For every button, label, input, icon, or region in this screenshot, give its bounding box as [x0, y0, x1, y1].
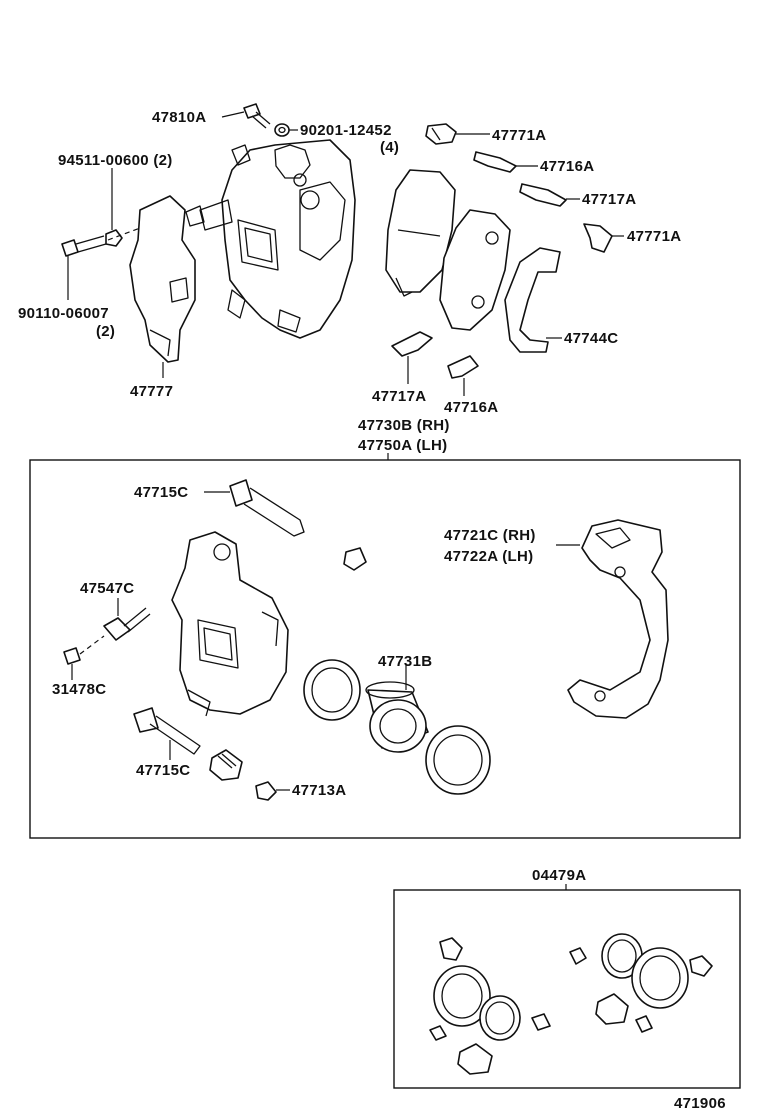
shim-47716a-low [447, 355, 479, 379]
nut-94511 [105, 229, 123, 247]
brake-pad-inner [385, 169, 456, 297]
piston-47731b [365, 681, 429, 753]
piston-seal [303, 659, 361, 721]
slide-pin-47715c-top [229, 479, 305, 537]
dust-boot-ring [425, 725, 491, 795]
label-washer-qty: (4) [380, 139, 399, 156]
label-caliper-lh: 47750A (LH) [358, 437, 447, 454]
label-nut-94511: 94511-00600 (2) [58, 152, 173, 169]
caliper-mount-bracket [567, 519, 669, 719]
bolt-47810a [243, 103, 271, 129]
caliper-assembly-top [185, 139, 356, 339]
label-kit: 04479A [532, 867, 586, 884]
bolt-90110 [61, 235, 107, 257]
repair-kit-box [393, 889, 741, 1089]
label-shim-c-top: 47717A [582, 191, 636, 208]
clip-47771a-right [583, 223, 613, 253]
shim-47717a-top [519, 183, 567, 207]
slide-pin-47715c-low [133, 707, 201, 755]
shim-47716a-top [473, 151, 517, 173]
label-bolt-90110: 90110-06007 [18, 305, 109, 322]
caliper-body-middle [171, 531, 289, 717]
label-piston: 47731B [378, 653, 432, 670]
clip-47771a-top [425, 123, 457, 145]
caliper-subassembly-box [29, 459, 741, 839]
slide-pin-boot [209, 749, 243, 781]
label-shim-b-low: 47716A [444, 399, 498, 416]
brake-pad-outer [439, 209, 511, 331]
label-caliper-rh: 47730B (RH) [358, 417, 450, 434]
label-anti-squeal: 47744C [564, 330, 618, 347]
label-boot: 47713A [292, 782, 346, 799]
label-shim-b-top: 47716A [540, 158, 594, 175]
label-bleeder-cap: 31478C [52, 681, 106, 698]
label-mount-lh: 47722A (LH) [444, 548, 533, 565]
label-clip-right: 47771A [627, 228, 681, 245]
small-boot [343, 547, 367, 571]
label-washer-90201: 90201-12452 [300, 122, 392, 139]
bleeder-47547c [103, 607, 151, 641]
label-bolt-47810a: 47810A [152, 109, 206, 126]
anti-squeal-shim-47744c [504, 247, 561, 353]
dust-shield-47777 [129, 195, 196, 363]
boot-47713a [255, 781, 277, 801]
bleeder-cap-31478c [63, 647, 81, 665]
label-bleeder: 47547C [80, 580, 134, 597]
label-shim-c-low: 47717A [372, 388, 426, 405]
label-clip-top: 47771A [492, 127, 546, 144]
washer-90201 [274, 123, 290, 137]
label-shield: 47777 [130, 383, 173, 400]
kit-contents [429, 933, 713, 1075]
label-bolt-90110-qty: (2) [96, 323, 115, 340]
shim-47717a-low [391, 331, 433, 357]
label-slide-pin-low: 47715C [136, 762, 190, 779]
label-mount-rh: 47721C (RH) [444, 527, 536, 544]
label-slide-pin-top: 47715C [134, 484, 188, 501]
figure-number: 471906 [674, 1095, 726, 1112]
